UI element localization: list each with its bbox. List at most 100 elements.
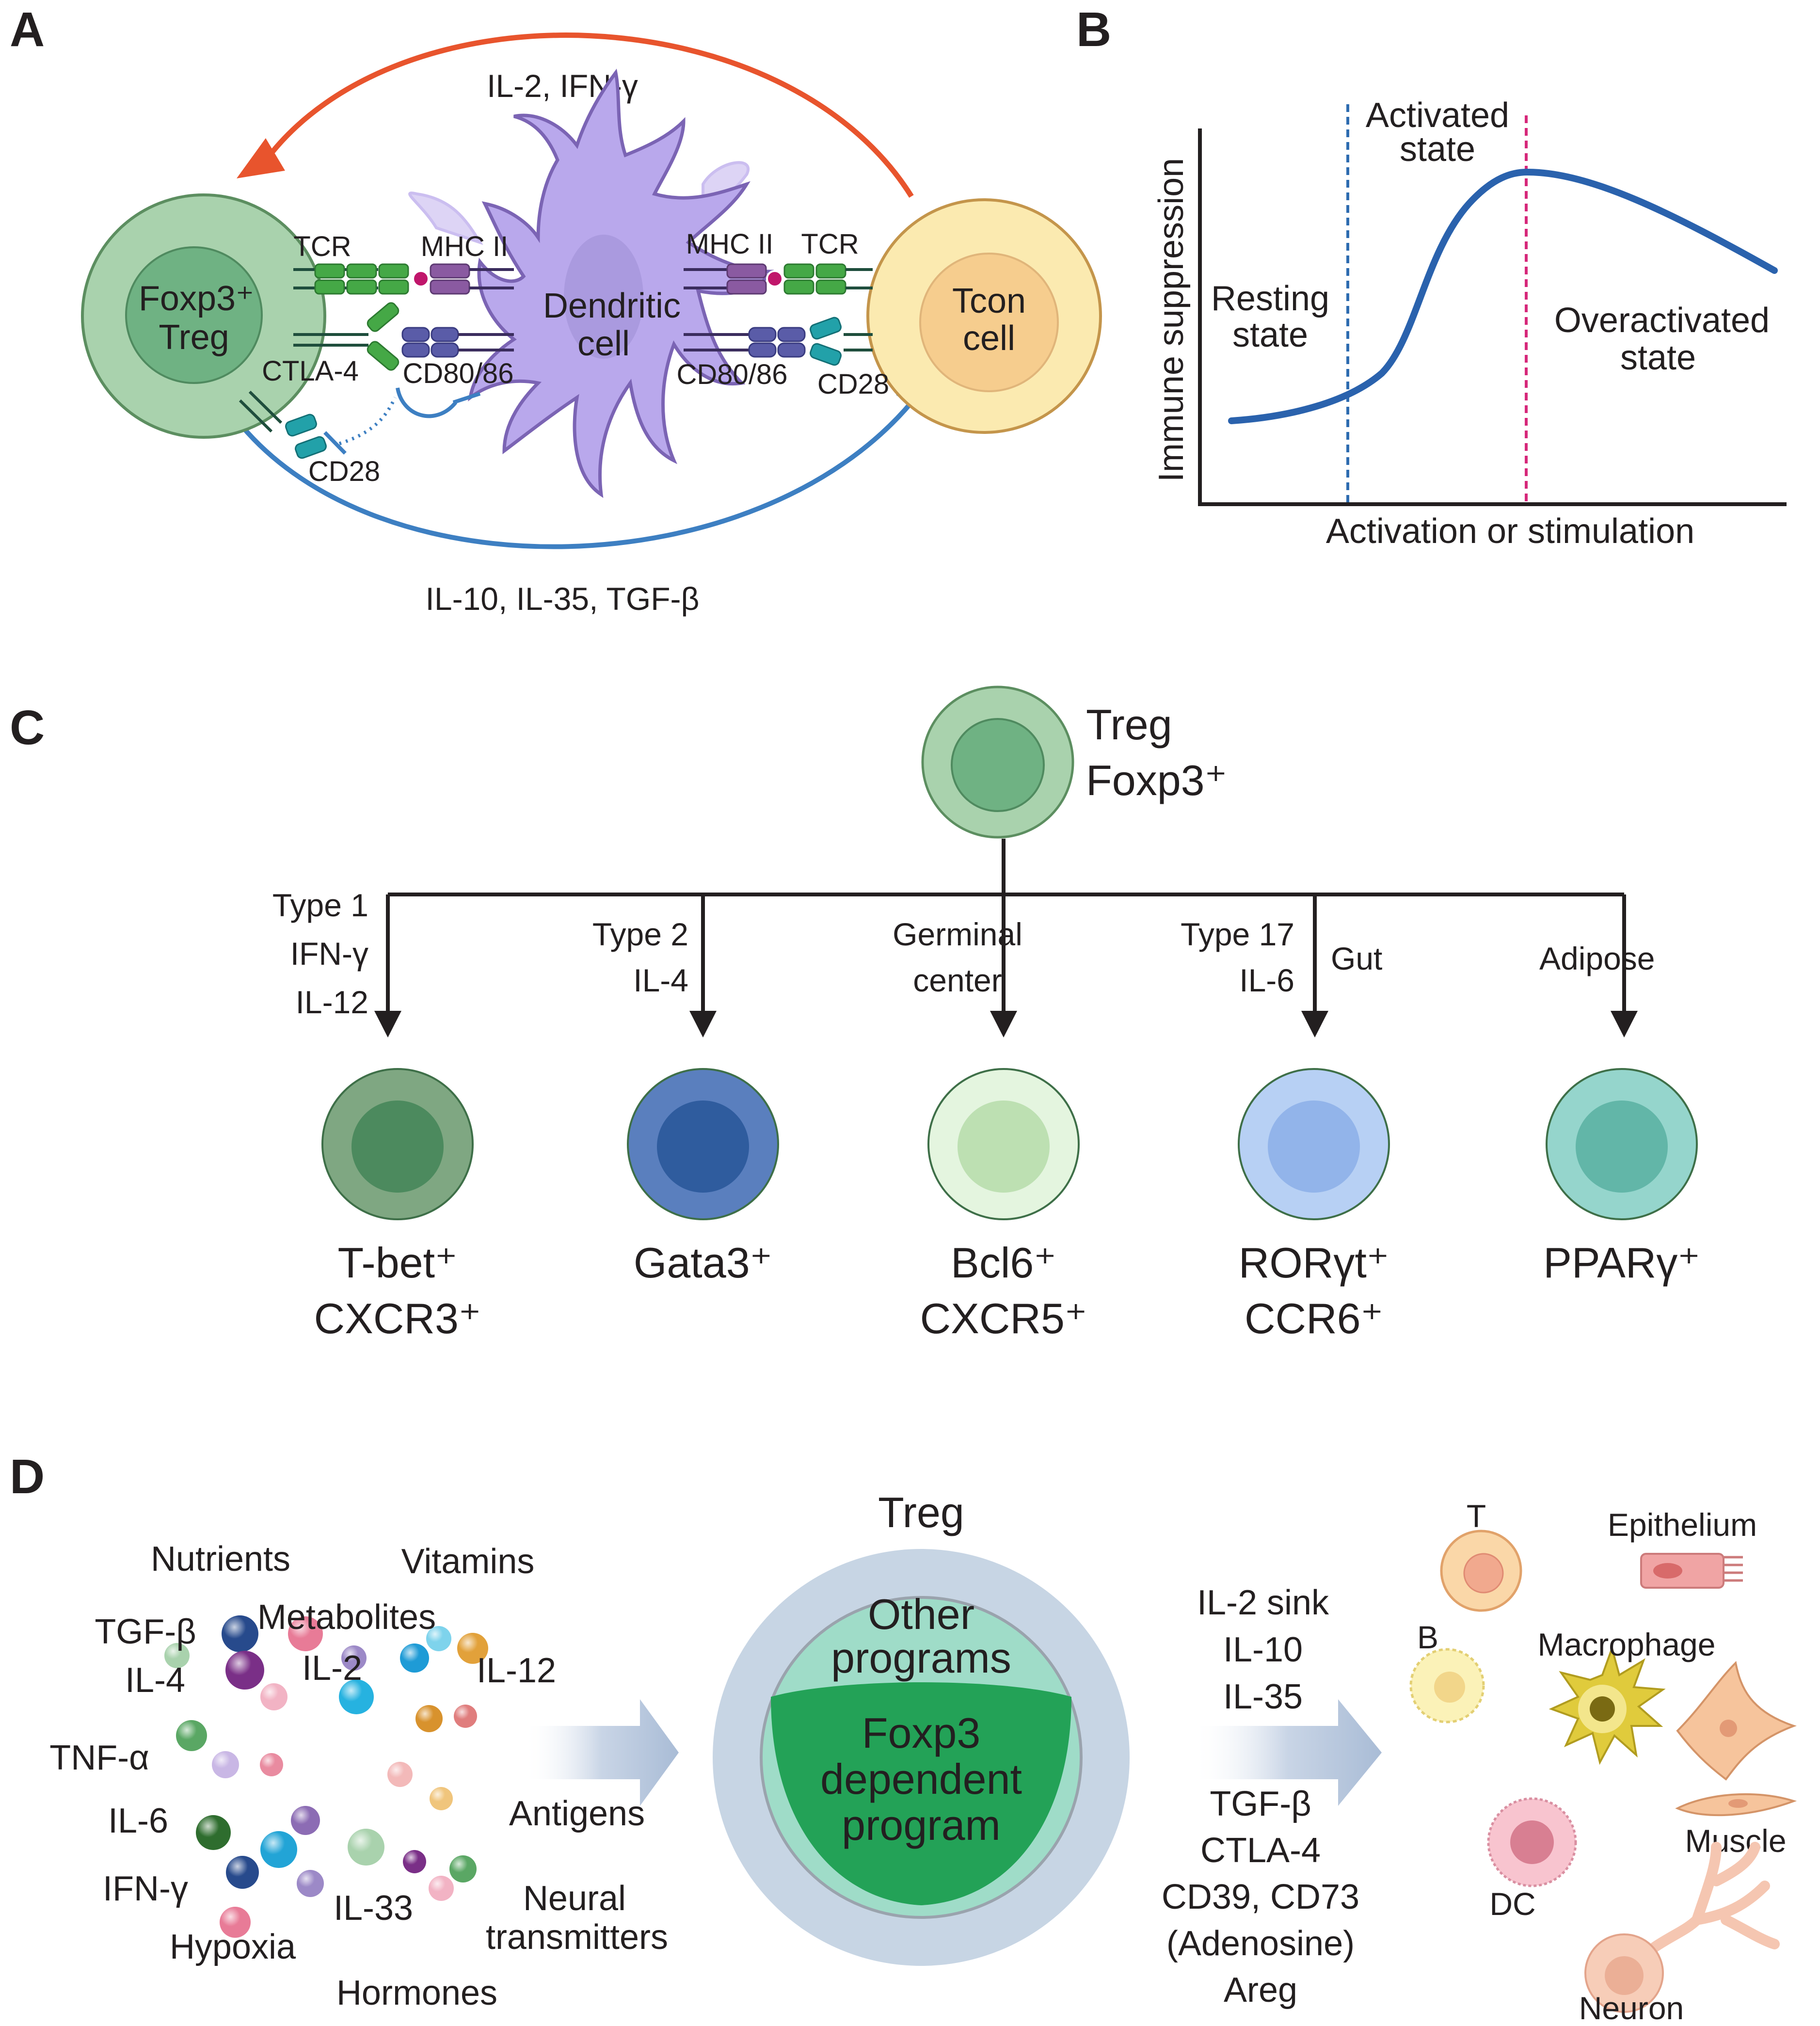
resting-label-line1: Resting xyxy=(1211,279,1329,318)
dc-label-line2: cell xyxy=(577,324,630,363)
target-b-cell xyxy=(1409,1648,1485,1723)
activated-label-line1: Activated xyxy=(1366,96,1509,135)
input-bead-shine xyxy=(222,1615,258,1652)
branch-condition: center xyxy=(913,962,1002,998)
input-bead-shine xyxy=(430,1787,453,1810)
branch-condition: IL-6 xyxy=(1239,962,1294,998)
peptide-left xyxy=(412,270,430,287)
treg-input-signal: TNF-α xyxy=(49,1739,149,1777)
input-bead-shine xyxy=(297,1870,324,1897)
input-bead-shine xyxy=(212,1751,239,1778)
cd8086-right-label: CD80/86 xyxy=(677,359,788,390)
cd80-left-block xyxy=(401,327,430,342)
tcr-left-label: TCR xyxy=(293,231,351,262)
c-root-treg-nucleus xyxy=(951,718,1045,812)
input-bead-shine xyxy=(415,1705,443,1732)
d-foxp3-program-shape xyxy=(771,1682,1071,1905)
treg-input-signal: IFN-γ xyxy=(103,1869,188,1908)
cd28-right-block xyxy=(810,317,842,340)
b-xlabel: Activation or stimulation xyxy=(1326,512,1694,551)
branch-arrow-head xyxy=(689,1011,717,1037)
branch-condition: Type 17 xyxy=(1181,916,1294,952)
dc-label-line1: Dendritic xyxy=(543,287,681,325)
left-tcr-mhc-complex xyxy=(293,263,514,295)
branch-arrow-head xyxy=(990,1011,1017,1037)
branch-arrow-head xyxy=(1301,1011,1328,1037)
treg-subset-marker: RORγt⁺ xyxy=(1239,1239,1389,1287)
d-target-cells: T Epithelium B Macrophage xyxy=(1409,1498,1797,2026)
dotted-inhibition xyxy=(338,397,397,446)
epithelium-cell xyxy=(1640,1553,1743,1589)
activated-label-line2: state xyxy=(1400,130,1475,169)
cd28-treg-label: CD28 xyxy=(308,456,380,487)
treg-subset-cell-nucleus xyxy=(958,1101,1050,1193)
treg-cd28-complex xyxy=(239,387,481,459)
treg-cd28-block-1 xyxy=(285,414,317,437)
input-bead-shine xyxy=(400,1643,429,1673)
suppression-mechanism: (Adenosine) xyxy=(1166,1924,1355,1963)
treg-subset-marker: T-bet⁺ xyxy=(338,1239,458,1287)
target-macrophage-label: Macrophage xyxy=(1538,1627,1716,1662)
branch-condition: IFN-γ xyxy=(290,936,368,972)
branch-condition: Type 1 xyxy=(272,887,368,923)
panel-c: C Treg Foxp3⁺ Type 1IFN-γIL-12T-bet⁺CXCR… xyxy=(10,686,1700,1342)
dendritic-cell: Dendritic cell xyxy=(408,68,774,498)
left-ctla4-cd80-complex xyxy=(293,302,514,371)
tcr-right-block xyxy=(783,263,814,279)
treg-input-signal: Antigens xyxy=(509,1794,645,1833)
branch-tissue-label: Gut xyxy=(1331,941,1382,976)
treg-subset-cell-nucleus xyxy=(1268,1101,1360,1193)
treg-input-signal: TGF-β xyxy=(95,1612,196,1651)
c-root-label-line1: Treg xyxy=(1086,701,1172,749)
tcon-cell: Tcon cell xyxy=(866,198,1102,434)
d-foxp3-line2: dependent xyxy=(820,1755,1022,1803)
suppression-mechanism: Areg xyxy=(1224,1971,1297,2010)
input-bead-shine xyxy=(176,1720,207,1751)
input-bead-shine xyxy=(220,1907,251,1938)
resting-label-line2: state xyxy=(1232,316,1308,354)
treg-input-signal: Vitamins xyxy=(401,1542,535,1581)
branch-condition: IL-4 xyxy=(633,962,688,998)
ctla4-label: CTLA-4 xyxy=(262,355,359,387)
tcr-right-label: TCR xyxy=(801,228,859,260)
branch-arrow-head xyxy=(1611,1011,1638,1037)
panel-d-letter: D xyxy=(10,1450,45,1504)
panel-b-letter: B xyxy=(1076,2,1111,57)
target-neuron-label: Neuron xyxy=(1579,1990,1684,2026)
input-bead-shine xyxy=(387,1762,413,1787)
treg-subset-cell-nucleus xyxy=(657,1101,749,1193)
target-dendritic-cell xyxy=(1487,1797,1577,1887)
branch-condition: Type 2 xyxy=(592,916,688,952)
input-bead-shine xyxy=(260,1753,283,1776)
target-dc-label: DC xyxy=(1489,1886,1535,1922)
branch-tissue-label: Adipose xyxy=(1539,941,1655,976)
treg-input-signal: IL-4 xyxy=(125,1661,185,1700)
treg-cell: Foxp3⁺ Treg xyxy=(81,193,326,439)
suppression-mechanism: CTLA-4 xyxy=(1200,1831,1321,1870)
input-bead-shine xyxy=(291,1806,320,1835)
target-t-cell xyxy=(1440,1530,1522,1612)
bottom-cytokines-label: IL-10, IL-35, TGF-β xyxy=(426,581,700,617)
tcr-left-block-1 xyxy=(314,263,345,279)
input-bead-shine xyxy=(260,1683,287,1710)
panel-c-letter: C xyxy=(10,701,45,755)
d-left-flow-arrow xyxy=(524,1699,679,1806)
dc-nucleus xyxy=(564,235,643,359)
cd8086-left-label: CD80/86 xyxy=(403,358,514,389)
mhc-right-label: MHC II xyxy=(686,228,773,260)
cd80-blocking-arc xyxy=(396,387,458,418)
panel-a: A IL-2, IFN-γ IL-10, IL-35, TGF-β Dendri… xyxy=(10,2,1102,617)
treg-subset-marker: Bcl6⁺ xyxy=(951,1239,1056,1287)
input-bead-shine xyxy=(260,1831,297,1868)
mhc-right-block xyxy=(726,263,767,279)
b-ylabel: Immune suppression xyxy=(1152,158,1191,482)
tcon-label-line2: cell xyxy=(963,319,1015,358)
input-bead-shine xyxy=(403,1850,426,1873)
d-foxp3-line1: Foxp3 xyxy=(862,1709,981,1757)
branch-arrow-head xyxy=(374,1011,401,1037)
panel-b: B Immune suppression Activation or stimu… xyxy=(1076,2,1787,551)
input-bead-shine xyxy=(429,1876,454,1901)
